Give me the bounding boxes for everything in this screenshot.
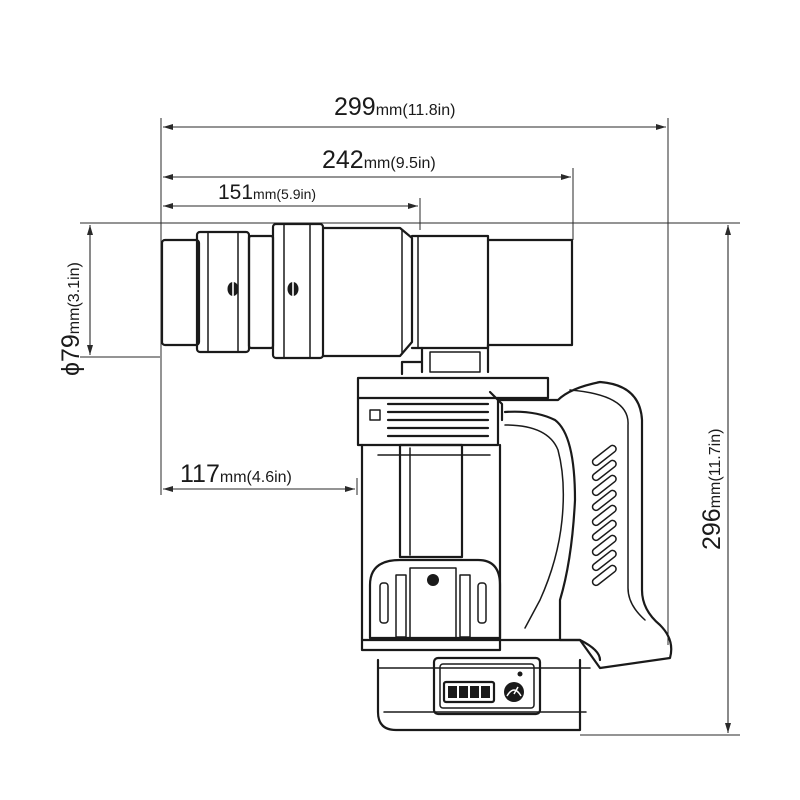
tool-outline	[160, 222, 673, 732]
phi-mark-icon	[287, 281, 299, 297]
base-with-display	[360, 638, 602, 732]
led-display	[442, 680, 496, 704]
label-front-length: 242mm(9.5in)	[322, 146, 436, 174]
label-head-length: 151mm(5.9in)	[218, 181, 316, 204]
socket-head	[160, 222, 574, 360]
handle	[498, 380, 673, 670]
direction-switch-icon	[427, 574, 439, 586]
label-overall-height: 296mm(11.7in)	[698, 429, 726, 550]
label-head-offset: 117mm(4.6in)	[180, 460, 292, 488]
label-overall-length: 299mm(11.8in)	[334, 93, 455, 121]
dial-icon	[504, 682, 524, 702]
label-head-diameter: ϕ79mm(3.1in)	[57, 262, 85, 376]
phi-mark-icon	[227, 280, 239, 300]
dimension-lines	[80, 118, 740, 736]
motor-body	[360, 443, 502, 652]
grip-slots	[591, 444, 617, 587]
